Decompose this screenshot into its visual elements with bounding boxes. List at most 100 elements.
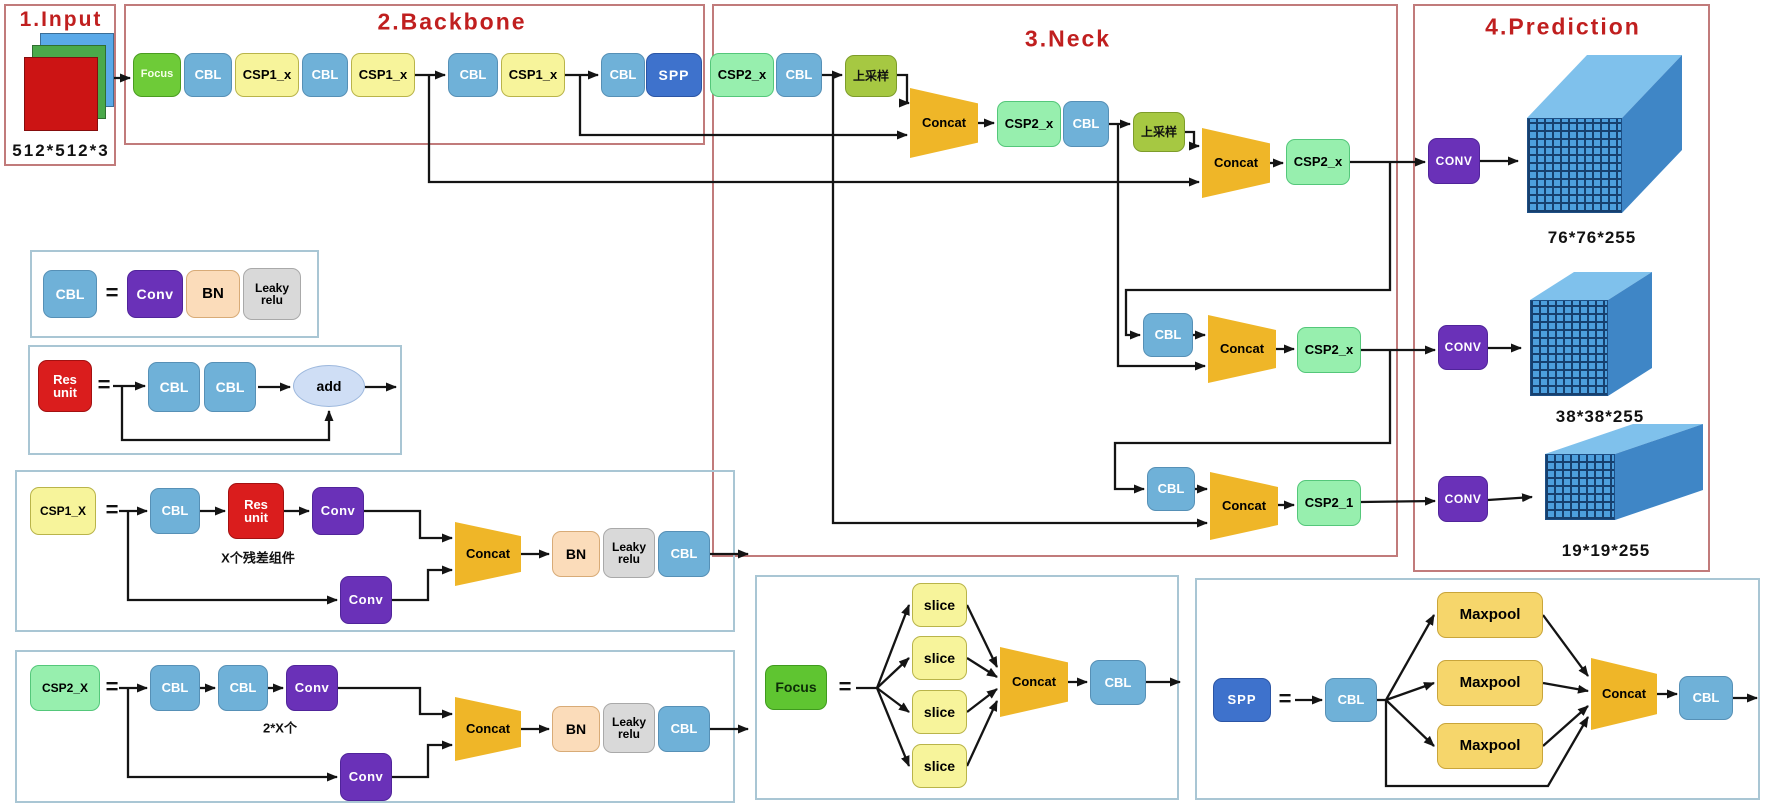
- legend-cbl-leaky: Leaky relu: [243, 268, 301, 320]
- feature-map-76-label: 76*76*255: [1547, 228, 1637, 247]
- backbone-spp: SPP: [646, 53, 702, 97]
- legend-focus-slice-2: slice: [912, 636, 967, 680]
- legend-focus-slice-1: slice: [912, 583, 967, 627]
- legend-spp-box: [1195, 578, 1760, 800]
- section-input: [4, 4, 116, 166]
- legend-csp1-bn: BN: [552, 531, 600, 577]
- backbone-csp1x-3: CSP1_x: [501, 53, 565, 97]
- legend-res-term: Res unit: [38, 360, 92, 412]
- legend-csp1-res: Res unit: [228, 483, 284, 539]
- connector-63: [1542, 681, 1589, 694]
- eq-cbl: =: [105, 280, 119, 305]
- legend-res-cbl-1: CBL: [148, 362, 200, 412]
- backbone-cbl-1: CBL: [184, 53, 232, 97]
- connector-50: [965, 604, 999, 668]
- legend-focus-cbl: CBL: [1090, 660, 1146, 705]
- legend-focus-term: Focus: [765, 665, 827, 710]
- input-dims: 512*512*3: [12, 141, 110, 160]
- connector-47: [876, 657, 910, 689]
- feature-map-38-label: 38*38*255: [1555, 407, 1645, 426]
- connector-8: [1185, 130, 1200, 151]
- input-image-red: [24, 57, 98, 131]
- connector-13: [1124, 162, 1392, 340]
- neck-cbl-2: CBL: [1063, 101, 1109, 147]
- legend-csp1-leaky: Leaky relu: [603, 528, 655, 578]
- backbone-cbl-3: CBL: [448, 53, 498, 97]
- res-count-note: X个残差组件: [221, 550, 295, 566]
- legend-focus-slice-4: slice: [912, 744, 967, 788]
- feature-map-19: [1545, 424, 1703, 520]
- connector-5: [578, 75, 908, 140]
- eq-csp2: =: [105, 674, 119, 699]
- pred-conv-19: CONV: [1438, 476, 1488, 522]
- legend-csp1-cbl-2: CBL: [658, 531, 710, 577]
- legend-csp2-bn: BN: [552, 706, 600, 752]
- connector-51: [966, 657, 998, 678]
- neck-cbl-4: CBL: [1147, 467, 1195, 511]
- feature-map-76-front: [1527, 118, 1622, 213]
- legend-res-cbl-2: CBL: [204, 362, 256, 412]
- feature-map-19-label: 19*19*255: [1561, 541, 1651, 560]
- legend-res-unit-box: [28, 345, 402, 455]
- connector-41: [338, 686, 453, 719]
- legend-csp2-leaky: Leaky relu: [603, 703, 655, 753]
- connector-19: [1113, 350, 1392, 494]
- legend-spp-maxpool-3: Maxpool: [1437, 723, 1543, 769]
- legend-csp1-term: CSP1_X: [30, 487, 96, 535]
- feature-map-76: [1527, 55, 1682, 213]
- legend-csp2-term: CSP2_X: [30, 665, 100, 711]
- connector-23: [1360, 496, 1436, 506]
- csp2-count-note: 2*X个: [263, 720, 297, 736]
- connector-24: [1487, 493, 1533, 503]
- connector-26: [120, 386, 334, 442]
- legend-spp-maxpool-1: Maxpool: [1437, 592, 1543, 638]
- connector-14: [1116, 124, 1206, 371]
- eq-res: =: [97, 372, 111, 397]
- legend-focus-slice-3: slice: [912, 690, 967, 734]
- legend-spp-cbl-1: CBL: [1325, 678, 1377, 722]
- legend-csp1-box: [15, 470, 735, 632]
- neck-cbl-3: CBL: [1143, 313, 1193, 357]
- legend-cbl-conv: Conv: [127, 270, 183, 318]
- legend-csp2-conv-bottom: Conv: [340, 753, 392, 801]
- backbone-csp1x-1: CSP1_x: [235, 53, 299, 97]
- connector-53: [965, 700, 999, 767]
- connector-59: [1385, 681, 1435, 702]
- connector-60: [1385, 699, 1435, 747]
- feature-map-38: [1530, 272, 1652, 396]
- neck-csp2x-2: CSP2_x: [997, 101, 1061, 147]
- connector-58: [1384, 614, 1436, 701]
- neck-csp2-1: CSP2_1: [1297, 480, 1361, 526]
- connector-49: [875, 687, 911, 767]
- legend-res-add: add: [293, 365, 365, 407]
- connector-38: [126, 688, 338, 782]
- pred-conv-38: CONV: [1438, 325, 1488, 370]
- backbone-cbl-2: CBL: [302, 53, 348, 97]
- section-title-backbone: 2.Backbone: [377, 8, 527, 35]
- connector-52: [966, 688, 998, 713]
- feature-map-38-front: [1530, 300, 1608, 396]
- connector-64: [1542, 705, 1589, 747]
- neck-upsample-2: 上采样: [1133, 112, 1185, 152]
- connector-9: [427, 75, 1200, 187]
- backbone-cbl-4: CBL: [601, 53, 645, 97]
- legend-spp-term: SPP: [1213, 678, 1271, 722]
- legend-csp2-cbl-2: CBL: [218, 665, 268, 711]
- section-title-neck: 3.Neck: [1024, 25, 1112, 52]
- section-prediction: [1413, 4, 1710, 572]
- neck-cbl-1: CBL: [776, 53, 822, 97]
- legend-spp-maxpool-2: Maxpool: [1437, 660, 1543, 706]
- backbone-focus: Focus: [133, 53, 181, 97]
- connector-30: [126, 511, 338, 605]
- legend-csp2-conv-top: Conv: [286, 665, 338, 711]
- feature-map-19-front: [1545, 454, 1615, 520]
- section-title-input: 1.Input: [19, 8, 103, 31]
- pred-conv-76: CONV: [1428, 138, 1480, 184]
- legend-csp1-conv-top: Conv: [312, 487, 364, 535]
- legend-csp1-cbl-1: CBL: [150, 488, 200, 534]
- neck-csp2x-1: CSP2_x: [710, 53, 774, 97]
- eq-csp1: =: [105, 497, 119, 522]
- legend-csp2-cbl-3: CBL: [658, 706, 710, 752]
